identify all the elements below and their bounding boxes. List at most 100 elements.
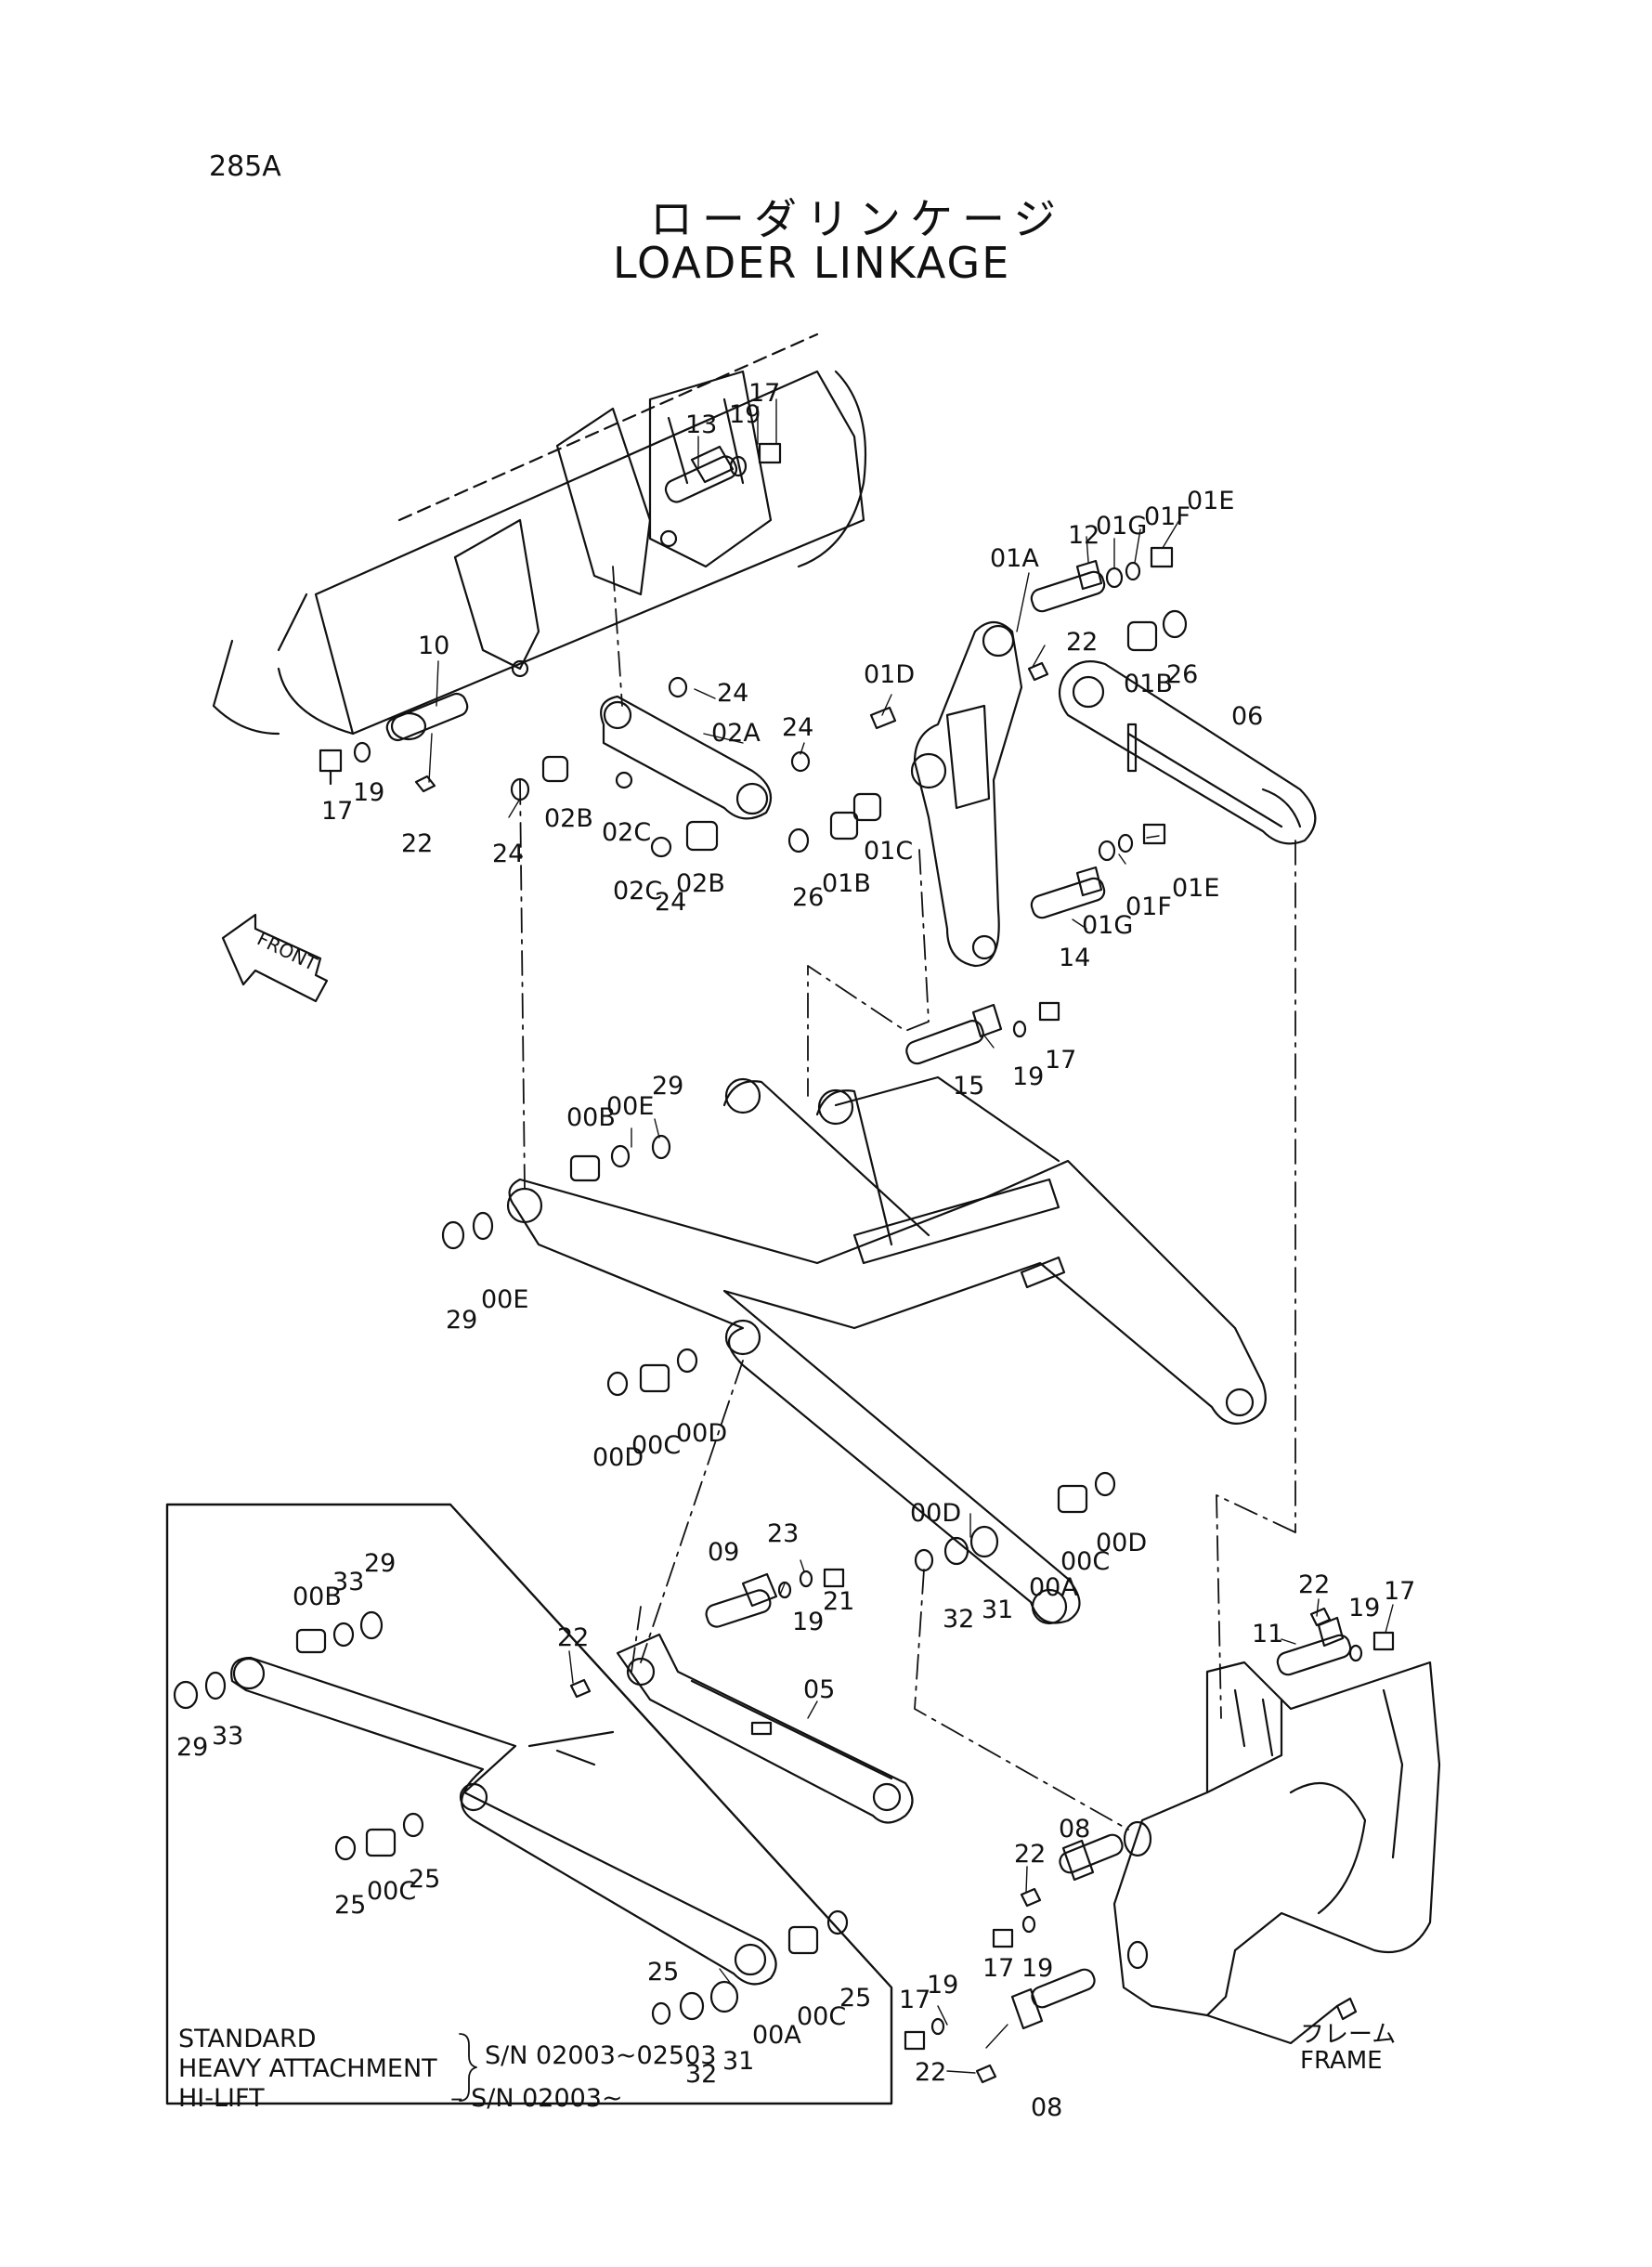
callout-label: 10	[418, 632, 449, 660]
bushings-01b-01c	[787, 609, 1188, 853]
callout-label: 01G	[1096, 512, 1147, 541]
callout-label: 00A	[752, 2021, 801, 2050]
callout-label: 14	[1059, 944, 1090, 972]
callout-label: 09	[708, 1538, 739, 1567]
page-code: 285A	[209, 150, 281, 183]
callout-label: 02A	[711, 719, 761, 748]
callout-label: 17	[1045, 1046, 1076, 1075]
callout-label: 21	[823, 1587, 854, 1616]
callout-label: 22	[1014, 1840, 1046, 1869]
callout-label: 17	[1384, 1577, 1415, 1606]
callout-label: 24	[492, 840, 524, 868]
callout-label: 00D	[910, 1499, 961, 1528]
callout-label: 24	[717, 679, 748, 708]
callout-label: 12	[1068, 521, 1099, 550]
callout-label: 19	[1012, 1062, 1044, 1091]
callout-label: 11	[1252, 1620, 1283, 1648]
callout-label: 01E	[1172, 874, 1219, 903]
tilt-cylinder-06	[1058, 660, 1317, 845]
callout-label: 32	[943, 1605, 974, 1634]
bucket-pin-10	[385, 692, 469, 742]
boom-assembly	[506, 1075, 1267, 1625]
callout-label: 00C	[1060, 1547, 1110, 1576]
callout-label: 01C	[864, 837, 913, 866]
grease-fitting-22-left	[414, 775, 436, 793]
callout-label: 19	[729, 400, 761, 429]
bell-crank-01a	[910, 620, 1023, 968]
callout-label: 22	[557, 1623, 589, 1652]
callout-label: 01E	[1187, 487, 1234, 515]
callout-label: 01G	[1082, 911, 1133, 940]
callout-label: 00A	[1029, 1573, 1078, 1602]
callout-label: 00C	[631, 1431, 681, 1460]
callout-label: 08	[1059, 1815, 1090, 1844]
callout-label: 00C	[797, 2002, 846, 2031]
callout-label: 23	[767, 1519, 799, 1548]
callout-label: 00D	[676, 1419, 727, 1448]
callout-label: 01A	[990, 544, 1039, 573]
callout-label: 17	[321, 797, 353, 826]
title-japanese: ローダリンケージ	[650, 194, 1066, 244]
pin-09	[705, 1568, 845, 1628]
washer-19-left	[353, 741, 371, 763]
callout-label: 25	[409, 1865, 440, 1894]
callout-label: 25	[334, 1891, 366, 1920]
callout-label: 25	[647, 1958, 679, 1987]
callout-label: 19	[1021, 1954, 1053, 1983]
callout-label: 01F	[1125, 892, 1172, 921]
callout-label: 05	[803, 1675, 835, 1704]
callout-label: 29	[652, 1072, 683, 1101]
hilift-inset	[165, 1503, 893, 2105]
title-english: LOADER LINKAGE	[613, 238, 1011, 288]
bucket	[212, 332, 867, 736]
callout-label: 02B	[544, 804, 593, 833]
boom-bushings-00b-00c-00d-00e	[441, 1134, 1116, 1572]
callout-label: 01B	[1124, 670, 1173, 698]
callout-label: 01D	[864, 660, 915, 689]
callout-label: 29	[176, 1733, 208, 1762]
callout-label: 33	[212, 1722, 243, 1751]
callout-label: 32	[685, 2060, 717, 2089]
callout-label: 13	[685, 410, 717, 439]
bolt-17-top	[758, 442, 782, 464]
assembly-leader-lines	[519, 566, 1296, 1831]
callout-label: 01F	[1144, 502, 1190, 531]
callout-label: 00D	[1096, 1529, 1147, 1557]
callout-label: 00B	[293, 1583, 342, 1611]
washer-19-top	[729, 455, 748, 477]
callout-label: 19	[927, 1971, 958, 2000]
grease-fittings-22	[569, 1607, 1332, 2084]
callout-label: 26	[792, 883, 824, 912]
callout-label: 22	[1298, 1570, 1330, 1599]
callout-label: 31	[722, 2047, 754, 2076]
callout-label: 00C	[367, 1877, 416, 1906]
front-direction-arrow	[221, 913, 329, 1003]
callout-label: 22	[401, 829, 433, 858]
callout-label: 00B	[566, 1103, 616, 1132]
callout-label: 00E	[481, 1285, 528, 1314]
callout-label: 17	[899, 1986, 930, 2014]
callout-label: 22	[1066, 628, 1098, 657]
callout-label: 26	[1166, 660, 1198, 689]
callout-label: 02C	[602, 818, 651, 847]
callout-label: 17	[982, 1954, 1014, 1983]
callout-label: 19	[1348, 1594, 1380, 1622]
callout-label: 15	[953, 1072, 984, 1101]
fasteners-01d-01e-01f-01g	[869, 546, 1174, 862]
legend-standard: STANDARD	[178, 2025, 317, 2053]
callout-label: 19	[792, 1608, 824, 1636]
callout-label: 29	[446, 1306, 477, 1335]
front-frame	[1112, 1661, 1441, 2045]
callout-label: 00D	[592, 1443, 644, 1472]
legend-brace	[459, 2033, 477, 2102]
callout-label: 25	[839, 1984, 871, 2013]
callout-label: 01B	[822, 869, 871, 898]
callout-label: 22	[915, 2058, 946, 2087]
callout-label: 17	[748, 379, 780, 408]
pin-13	[664, 445, 738, 503]
lift-cylinder-05	[616, 1633, 914, 1824]
front-label: FRONT	[254, 927, 321, 975]
pin-11	[1276, 1616, 1395, 1676]
